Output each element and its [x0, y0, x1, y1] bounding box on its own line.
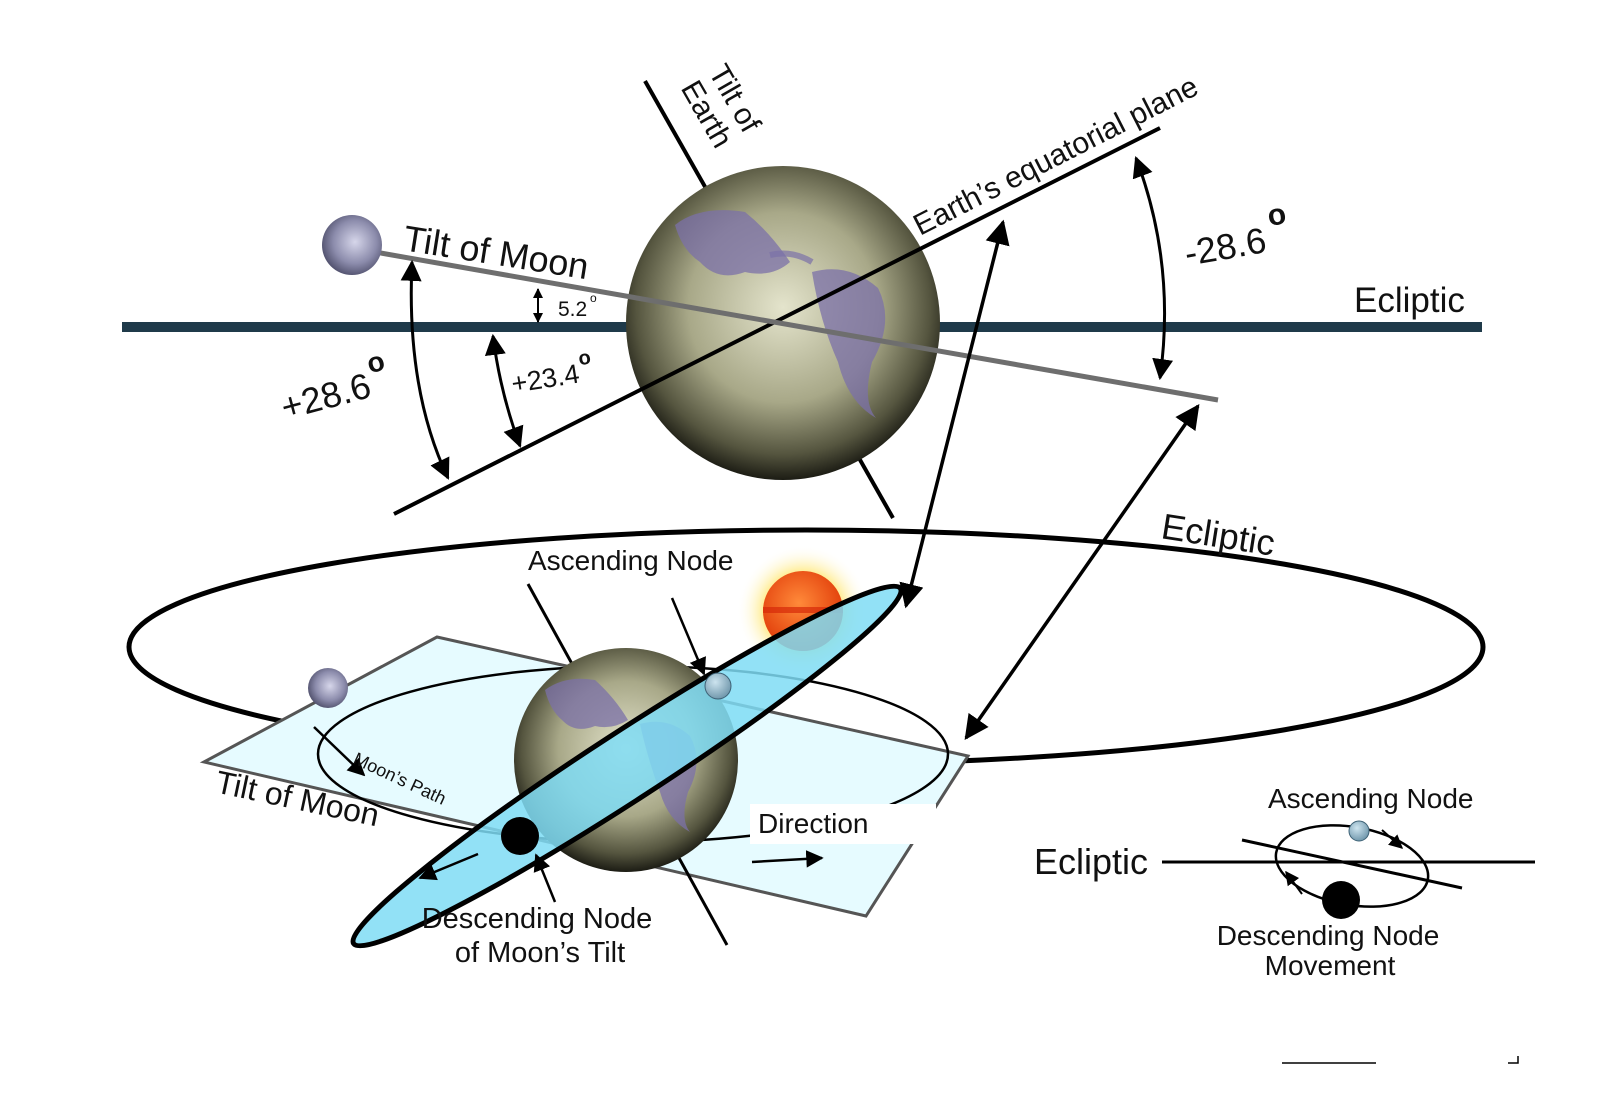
- direction-arrow-right: [751, 850, 824, 868]
- moon-top: [322, 215, 382, 275]
- tilted-moon-orbit-ring: [350, 583, 904, 949]
- svg-text:o: o: [1265, 197, 1289, 233]
- angle-label-5-2: 5.2 o: [558, 291, 597, 321]
- descending-node-label-line2: of Moon’s Tilt: [455, 937, 625, 969]
- descending-node-label-line1: Descending Node: [422, 903, 653, 935]
- ecliptic-orbit-label: Ecliptic: [1159, 505, 1278, 563]
- inset-ecliptic-label: Ecliptic: [1034, 841, 1148, 882]
- ascending-node-bottom: [704, 672, 732, 700]
- inset-ascending-node-label: Ascending Node: [1268, 783, 1473, 814]
- svg-text:-28.6: -28.6: [1181, 219, 1269, 274]
- svg-text:+28.6: +28.6: [276, 365, 375, 428]
- tilt-of-moon-top-label: Tilt of Moon: [401, 217, 592, 287]
- bottom-diagram: Ascending Node Ecliptic Tilt of Moon Moo…: [126, 505, 1486, 969]
- descending-node-bottom: [501, 817, 539, 855]
- angle-label-plus-23-4: +23.4 o: [509, 347, 593, 399]
- angle-arrow-minus-28-6: [1132, 156, 1174, 381]
- svg-text:o: o: [577, 347, 593, 371]
- inset-descending-arrow: [1285, 870, 1303, 895]
- descending-node-pointer: [533, 853, 557, 903]
- direction-label-bg: [750, 804, 936, 844]
- connector-arrow-1: [899, 219, 1010, 609]
- inset-ascending-arrow: [1381, 829, 1404, 849]
- moon-tilt-line-top: [351, 245, 1219, 403]
- moons-path-arrow: [313, 726, 366, 777]
- inset-descending-label-line1: Descending Node: [1217, 920, 1440, 951]
- direction-arrow-left: [418, 852, 479, 881]
- svg-text:o: o: [590, 291, 597, 305]
- ascending-node-label: Ascending Node: [528, 545, 733, 576]
- corner-mark: [1508, 1056, 1519, 1064]
- inset-diagram: Ascending Node Ecliptic Descending Node …: [1034, 783, 1535, 981]
- ecliptic-top-label: Ecliptic: [1354, 281, 1465, 320]
- angle-arrow-plus-23-4: [484, 333, 524, 448]
- inset-descending-node: [1322, 881, 1360, 919]
- inset-ascending-node: [1348, 820, 1370, 842]
- direction-label: Direction: [758, 808, 868, 839]
- inset-tilt-line: [1241, 838, 1463, 890]
- svg-text:+23.4: +23.4: [509, 359, 581, 399]
- angle-arrow-plus-28-6: [400, 259, 450, 480]
- connector-arrow-2: [964, 403, 1200, 741]
- ascending-node-pointer: [670, 597, 706, 676]
- angle-label-minus-28-6: -28.6 o: [1181, 197, 1289, 274]
- svg-text:o: o: [363, 345, 388, 379]
- inset-descending-label-line2: Movement: [1265, 950, 1396, 981]
- angle-label-plus-28-6: +28.6 o: [276, 345, 388, 428]
- svg-text:5.2: 5.2: [558, 298, 587, 321]
- equatorial-plane-label: Earth’s equatorial plane: [908, 70, 1203, 242]
- moon-bottom: [308, 668, 348, 708]
